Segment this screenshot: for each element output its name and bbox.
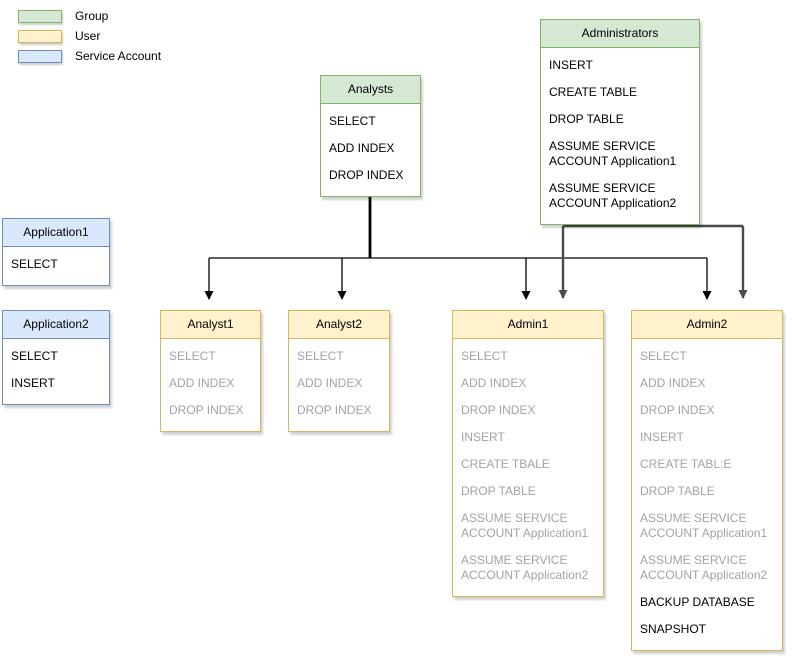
legend-label-user: User: [75, 29, 101, 43]
inherited-privilege-item: DROP INDEX: [640, 403, 715, 417]
inherited-privilege-item: DROP TABLE: [640, 484, 715, 498]
node-body-admin2: SELECT ADD INDEX DROP INDEX INSERT CREAT…: [632, 339, 782, 650]
node-title-admin2: Admin2: [632, 311, 782, 339]
node-body-analyst2: SELECT ADD INDEX DROP INDEX: [289, 339, 389, 431]
service-account-color-swatch: [18, 49, 62, 63]
privilege-item: ASSUME SERVICE ACCOUNT Application2: [549, 181, 677, 210]
legend-row-group: Group: [18, 6, 161, 26]
inherited-privilege-item: ASSUME SERVICE ACCOUNT Application1: [640, 511, 768, 540]
inherited-privilege-item: DROP INDEX: [461, 403, 536, 417]
inherited-privilege-item: DROP INDEX: [297, 403, 372, 417]
privilege-item: ASSUME SERVICE ACCOUNT Application1: [549, 139, 677, 168]
node-body-administrators: INSERT CREATE TABLE DROP TABLE ASSUME SE…: [541, 48, 699, 224]
legend: Group User Service Account: [18, 6, 161, 66]
node-body-analysts: SELECT ADD INDEX DROP INDEX: [321, 104, 420, 196]
user-node-analyst2: Analyst2 SELECT ADD INDEX DROP INDEX: [288, 310, 390, 432]
inherited-privilege-item: ADD INDEX: [461, 376, 527, 390]
inherited-privilege-item: INSERT: [461, 430, 505, 444]
inherited-privilege-item: SELECT: [640, 349, 687, 363]
legend-row-service-account: Service Account: [18, 46, 161, 66]
inherited-privilege-item: INSERT: [640, 430, 684, 444]
group-node-administrators: Administrators INSERT CREATE TABLE DROP …: [540, 19, 700, 225]
inherited-privilege-item: ASSUME SERVICE ACCOUNT Application2: [640, 553, 768, 582]
node-title-analysts: Analysts: [321, 76, 420, 104]
legend-label-service-account: Service Account: [75, 49, 162, 63]
inherited-privilege-item: ADD INDEX: [297, 376, 363, 390]
service-account-node-application1: Application1 SELECT: [2, 218, 110, 286]
group-color-swatch: [18, 9, 62, 23]
inherited-privilege-item: DROP TABLE: [461, 484, 536, 498]
node-title-admin1: Admin1: [453, 311, 603, 339]
privilege-item: INSERT: [549, 58, 593, 72]
user-node-admin1: Admin1 SELECT ADD INDEX DROP INDEX INSER…: [452, 310, 604, 597]
service-account-node-application2: Application2 SELECT INSERT: [2, 310, 110, 405]
inherited-privilege-item: SELECT: [461, 349, 508, 363]
node-body-admin1: SELECT ADD INDEX DROP INDEX INSERT CREAT…: [453, 339, 603, 596]
user-node-admin2: Admin2 SELECT ADD INDEX DROP INDEX INSER…: [631, 310, 783, 651]
privilege-item: SNAPSHOT: [640, 622, 707, 636]
node-title-application1: Application1: [3, 219, 109, 247]
privilege-item: DROP INDEX: [329, 168, 404, 182]
inherited-privilege-item: ASSUME SERVICE ACCOUNT Application2: [461, 553, 589, 582]
privilege-item: ADD INDEX: [329, 141, 395, 155]
group-node-analysts: Analysts SELECT ADD INDEX DROP INDEX: [320, 75, 421, 197]
inherited-privilege-item: SELECT: [169, 349, 216, 363]
user-color-swatch: [18, 29, 62, 43]
privilege-item: INSERT: [11, 376, 55, 390]
user-node-analyst1: Analyst1 SELECT ADD INDEX DROP INDEX: [160, 310, 261, 432]
inherited-privilege-item: CREATE TABL:E: [640, 457, 732, 471]
inherited-privilege-item: ADD INDEX: [640, 376, 706, 390]
privilege-item: SELECT: [11, 349, 58, 363]
node-title-application2: Application2: [3, 311, 109, 339]
inherited-privilege-item: ADD INDEX: [169, 376, 235, 390]
legend-label-group: Group: [75, 9, 109, 23]
node-body-application1: SELECT: [3, 247, 109, 285]
privilege-item: BACKUP DATABASE: [640, 595, 755, 609]
privilege-item: SELECT: [11, 257, 58, 271]
inherited-privilege-item: SELECT: [297, 349, 344, 363]
node-title-analyst2: Analyst2: [289, 311, 389, 339]
privilege-item: SELECT: [329, 114, 376, 128]
inherited-privilege-item: CREATE TBALE: [461, 457, 550, 471]
node-body-application2: SELECT INSERT: [3, 339, 109, 404]
node-body-analyst1: SELECT ADD INDEX DROP INDEX: [161, 339, 260, 431]
node-title-analyst1: Analyst1: [161, 311, 260, 339]
node-title-administrators: Administrators: [541, 20, 699, 48]
inherited-privilege-item: ASSUME SERVICE ACCOUNT Application1: [461, 511, 589, 540]
inherited-privilege-item: DROP INDEX: [169, 403, 244, 417]
privilege-item: DROP TABLE: [549, 112, 624, 126]
legend-row-user: User: [18, 26, 161, 46]
privilege-item: CREATE TABLE: [549, 85, 638, 99]
